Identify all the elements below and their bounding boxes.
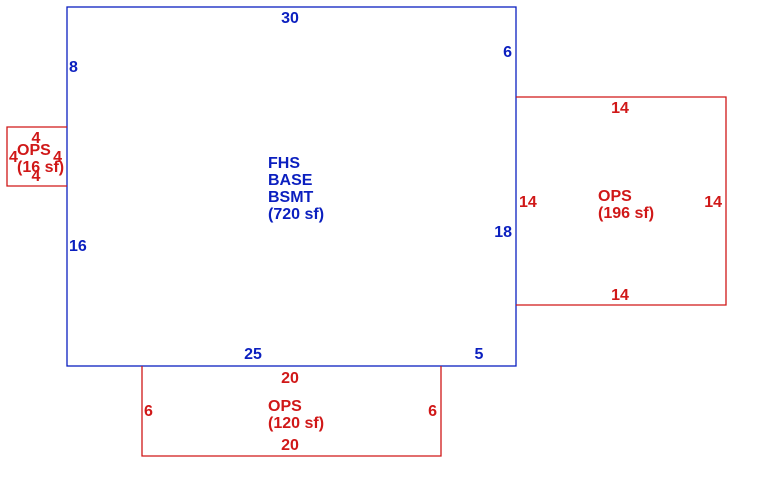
- ops-bottom-outline: [141, 366, 442, 457]
- main-dim-bottom-left: 25: [244, 346, 262, 363]
- main-area-name-line-3: BSMT: [268, 189, 314, 206]
- ops-bottom-dim-right: 6: [428, 403, 437, 420]
- ops-bottom-dim-top: 20: [281, 370, 299, 387]
- ops-right-dim-left: 14: [519, 194, 537, 211]
- main-dim-right-upper: 6: [503, 44, 512, 61]
- ops-left-outline: [6, 126, 67, 187]
- ops-left-dim-bottom: 4: [32, 168, 41, 185]
- ops-left-dim-top: 4: [32, 130, 41, 147]
- ops-right-outline: [516, 96, 727, 306]
- ops-right-dim-top: 14: [611, 100, 629, 117]
- main-dim-top: 30: [281, 10, 299, 27]
- main-dim-left-lower: 16: [69, 238, 87, 255]
- ops-left-size: (16 sf): [17, 159, 64, 176]
- ops-bottom-name: OPS: [268, 398, 302, 415]
- ops-bottom-size: (120 sf): [268, 415, 324, 432]
- ops-right-name: OPS: [598, 188, 632, 205]
- ops-left-dim-left: 4: [9, 149, 18, 166]
- ops-bottom-dim-bottom: 20: [281, 437, 299, 454]
- main-area-name-line-1: FHS: [268, 155, 300, 172]
- main-dim-bottom-right: 5: [475, 346, 484, 363]
- main-dim-right-lower: 18: [494, 224, 512, 241]
- ops-left-name: OPS: [17, 142, 51, 159]
- ops-right-dim-bottom: 14: [611, 287, 629, 304]
- ops-right-dim-right: 14: [704, 194, 722, 211]
- ops-right-size: (196 sf): [598, 205, 654, 222]
- ops-bottom-dim-left: 6: [144, 403, 153, 420]
- ops-left-dim-right: 4: [53, 149, 62, 166]
- main-area-size: (720 sf): [268, 206, 324, 223]
- main-dim-left-upper: 8: [69, 59, 78, 76]
- main-area-name-line-2: BASE: [268, 172, 313, 189]
